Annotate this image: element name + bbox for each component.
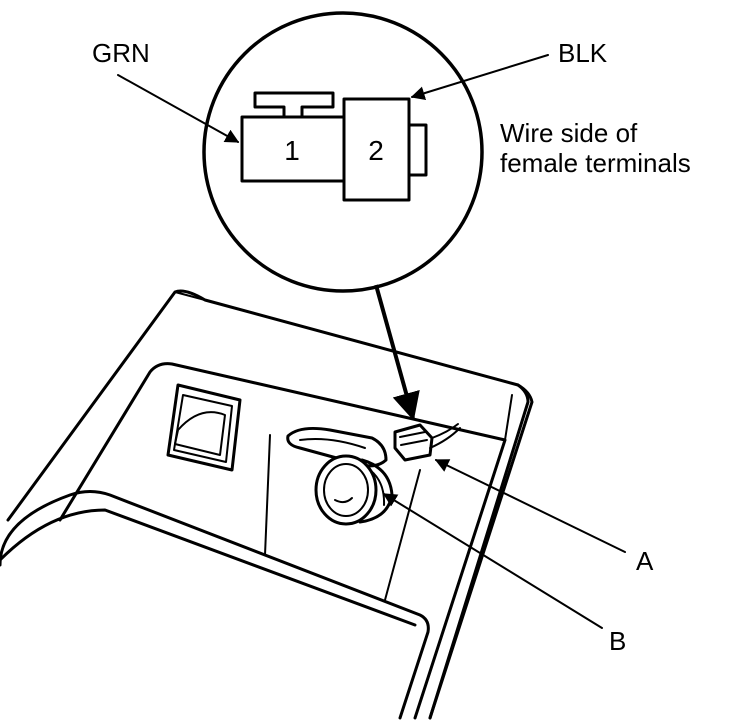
center-console: [0, 289, 534, 720]
note-line-1: Wire side of: [500, 118, 638, 148]
blk-label: BLK: [558, 38, 608, 68]
terminal-1-housing: 1: [240, 91, 348, 183]
blk-leader-arrow: [410, 54, 549, 100]
connector-a: [393, 423, 461, 462]
magnify-pointer-arrow: [374, 284, 420, 421]
grn-leader-arrow: [117, 74, 240, 143]
console-switch: [166, 383, 242, 472]
terminal-2-housing: 2: [342, 97, 428, 202]
label-a: A: [636, 546, 654, 576]
magnified-view: 1 2: [202, 11, 484, 293]
label-b: B: [609, 626, 626, 656]
note-line-2: female terminals: [500, 148, 691, 178]
b-leader-arrow: [382, 493, 603, 629]
a-leader-arrow: [434, 459, 626, 553]
terminal-2-number: 2: [368, 135, 384, 166]
grn-label: GRN: [92, 38, 150, 68]
terminal-1-number: 1: [284, 135, 300, 166]
accessory-power-socket: [286, 427, 394, 526]
